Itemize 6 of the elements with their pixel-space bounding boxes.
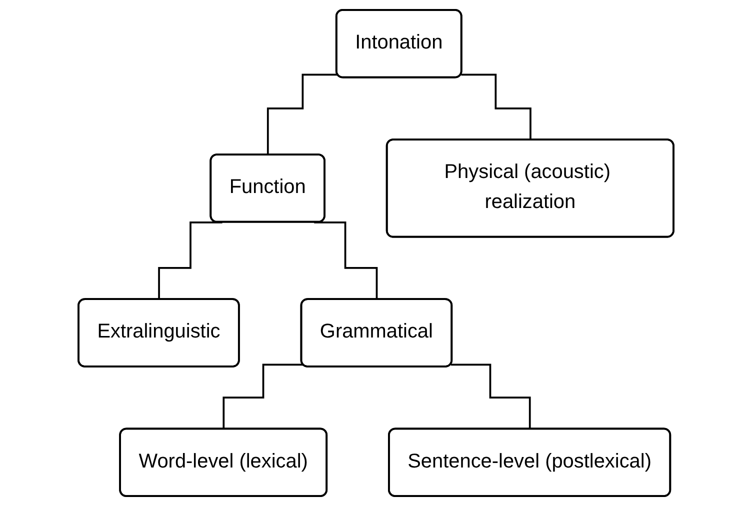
connector [222,364,304,430]
connector [461,74,532,142]
connector [158,222,222,301]
connector [450,364,532,430]
connector [266,74,338,156]
connector [314,222,378,301]
